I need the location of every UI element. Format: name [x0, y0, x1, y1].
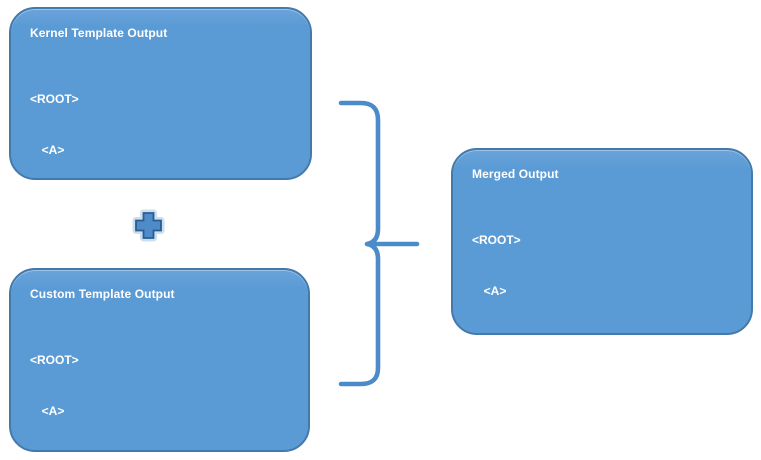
custom-template-output-box: Custom Template Output <ROOT> <A> <B mer…: [9, 268, 310, 460]
code-line: <A>: [30, 404, 65, 418]
code-line: <B merge:matcher="SKIP">: [30, 454, 296, 460]
code-line: <ROOT>: [30, 353, 79, 367]
kernel-box-title: Kernel Template Output: [30, 26, 168, 40]
code-line: <B>Hello</B>: [30, 194, 132, 208]
merged-output-box: Merged Output <ROOT> <A> <B>Hello</B> <B…: [451, 148, 753, 451]
code-line: <ROOT>: [472, 233, 521, 247]
custom-box-code: <ROOT> <A> <B merge:matcher="SKIP"> Welc…: [30, 318, 296, 460]
kernel-template-output-box: Kernel Template Output <ROOT> <A> <B>Hel…: [9, 7, 312, 361]
code-line: <A>: [30, 143, 65, 157]
code-line: <B>World</B>: [30, 245, 136, 259]
code-line: <B>Hello</B>: [472, 335, 574, 349]
code-line: <B>Welcome to</B>: [472, 437, 614, 451]
merged-box-code: <ROOT> <A> <B>Hello</B> <B>World</B> <B>…: [472, 198, 739, 460]
code-line: <B>World</B>: [472, 386, 578, 400]
custom-box-title: Custom Template Output: [30, 287, 175, 301]
code-line: <ROOT>: [30, 92, 79, 106]
merged-box-title: Merged Output: [472, 167, 559, 181]
plus-icon: [132, 209, 165, 242]
right-curly-brace-icon: [338, 100, 420, 387]
code-line: <A>: [472, 284, 507, 298]
